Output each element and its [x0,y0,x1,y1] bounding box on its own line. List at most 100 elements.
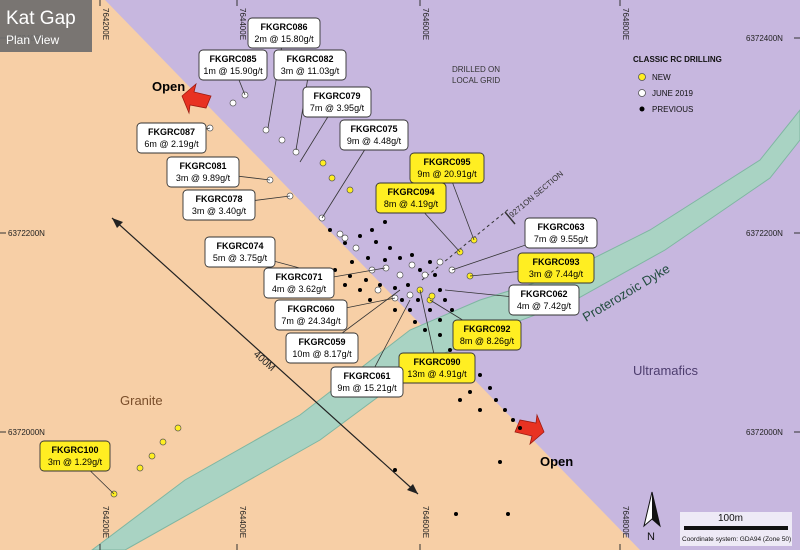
previous-collar [343,241,347,245]
intercept-result: 3m @ 1.29g/t [48,457,103,467]
intercept-result: 7m @ 9.55g/t [534,234,589,244]
intercept-label[interactable]: FKGRC095 9m @ 20.91g/t [409,152,485,184]
hole-id: FKGRC085 [209,54,256,64]
june-collar [408,261,416,269]
open-label-nw: Open [152,79,185,94]
previous-collar [448,348,452,352]
north-label: N [647,531,655,543]
open-arrow-se: Open [514,413,573,469]
intercept-box [204,236,276,268]
easting-tick-top: 764200E [101,8,110,40]
previous-collar [413,320,417,324]
previous-collar [518,426,522,430]
hole-id: FKGRC081 [179,161,226,171]
previous-collar [358,234,362,238]
hole-id: FKGRC063 [537,222,584,232]
intercept-box [39,440,111,472]
june-collar [406,291,414,299]
intercept-label[interactable]: FKGRC094 8m @ 4.19g/t [375,182,447,214]
coordinate-system: Coordinate system: GDA94 (Zone 50) [682,536,791,543]
previous-collar [433,273,437,277]
hole-id: FKGRC060 [287,304,334,314]
hole-id: FKGRC074 [216,241,263,251]
previous-collar [478,408,482,412]
legend-title: CLASSIC RC DRILLING [633,55,722,64]
hole-id: FKGRC079 [313,91,360,101]
june-collar [262,126,270,134]
previous-collar [368,298,372,302]
proterozoic-dyke [91,109,800,550]
intercept-box [285,332,359,364]
previous-collar [450,308,454,312]
intercept-result: 4m @ 7.42g/t [517,301,572,311]
previous-collar [438,288,442,292]
previous-collar [438,333,442,337]
hole-id: FKGRC095 [423,157,470,167]
june-collar [229,99,237,107]
previous-collar [454,512,458,516]
previous-collar [388,246,392,250]
hole-id: FKGRC094 [387,187,434,197]
intercept-result: 3m @ 3.40g/t [192,206,247,216]
north-arrow-icon: N [643,491,661,543]
previous-collar [393,468,397,472]
intercept-box [136,122,207,154]
hole-id: FKGRC092 [463,324,510,334]
previous-collar [406,283,410,287]
northing-tick-right: 6372200N [746,229,783,238]
june-collar [336,230,344,238]
legend-previous-marker [639,106,645,112]
map-subtitle: Plan View [6,33,59,47]
intercept-result: 8m @ 4.19g/t [384,199,439,209]
northing-tick-left: 6372200N [8,229,45,238]
intercept-box [508,284,580,316]
june-collar [374,286,382,294]
previous-collar [364,278,368,282]
legend-previous-label: PREVIOUS [652,105,693,114]
northing-tick-right: 6372400N [746,34,783,43]
hole-id: FKGRC059 [298,337,345,347]
new-collar [148,452,156,460]
previous-collar [328,228,332,232]
intercept-result: 9m @ 15.21g/t [337,383,397,393]
previous-collar [443,298,447,302]
june-collar [278,136,286,144]
june-collar [341,234,349,242]
new-collar [159,438,167,446]
granite-label: Granite [120,393,163,408]
legend-june-label: JUNE 2019 [652,89,693,98]
intercept-result: 9m @ 20.91g/t [417,169,477,179]
previous-collar [408,308,412,312]
intercept-box [409,152,485,184]
legend: CLASSIC RC DRILLING NEW JUNE 2019 PREVIO… [633,55,722,114]
previous-collar [343,283,347,287]
new-collar [428,292,436,300]
june-collar [436,258,444,266]
previous-collar [398,256,402,260]
intercept-label[interactable]: FKGRC063 7m @ 9.55g/t [524,217,598,249]
previous-collar [383,258,387,262]
previous-collar [438,318,442,322]
intercept-box [198,49,268,81]
previous-collar [511,418,515,422]
